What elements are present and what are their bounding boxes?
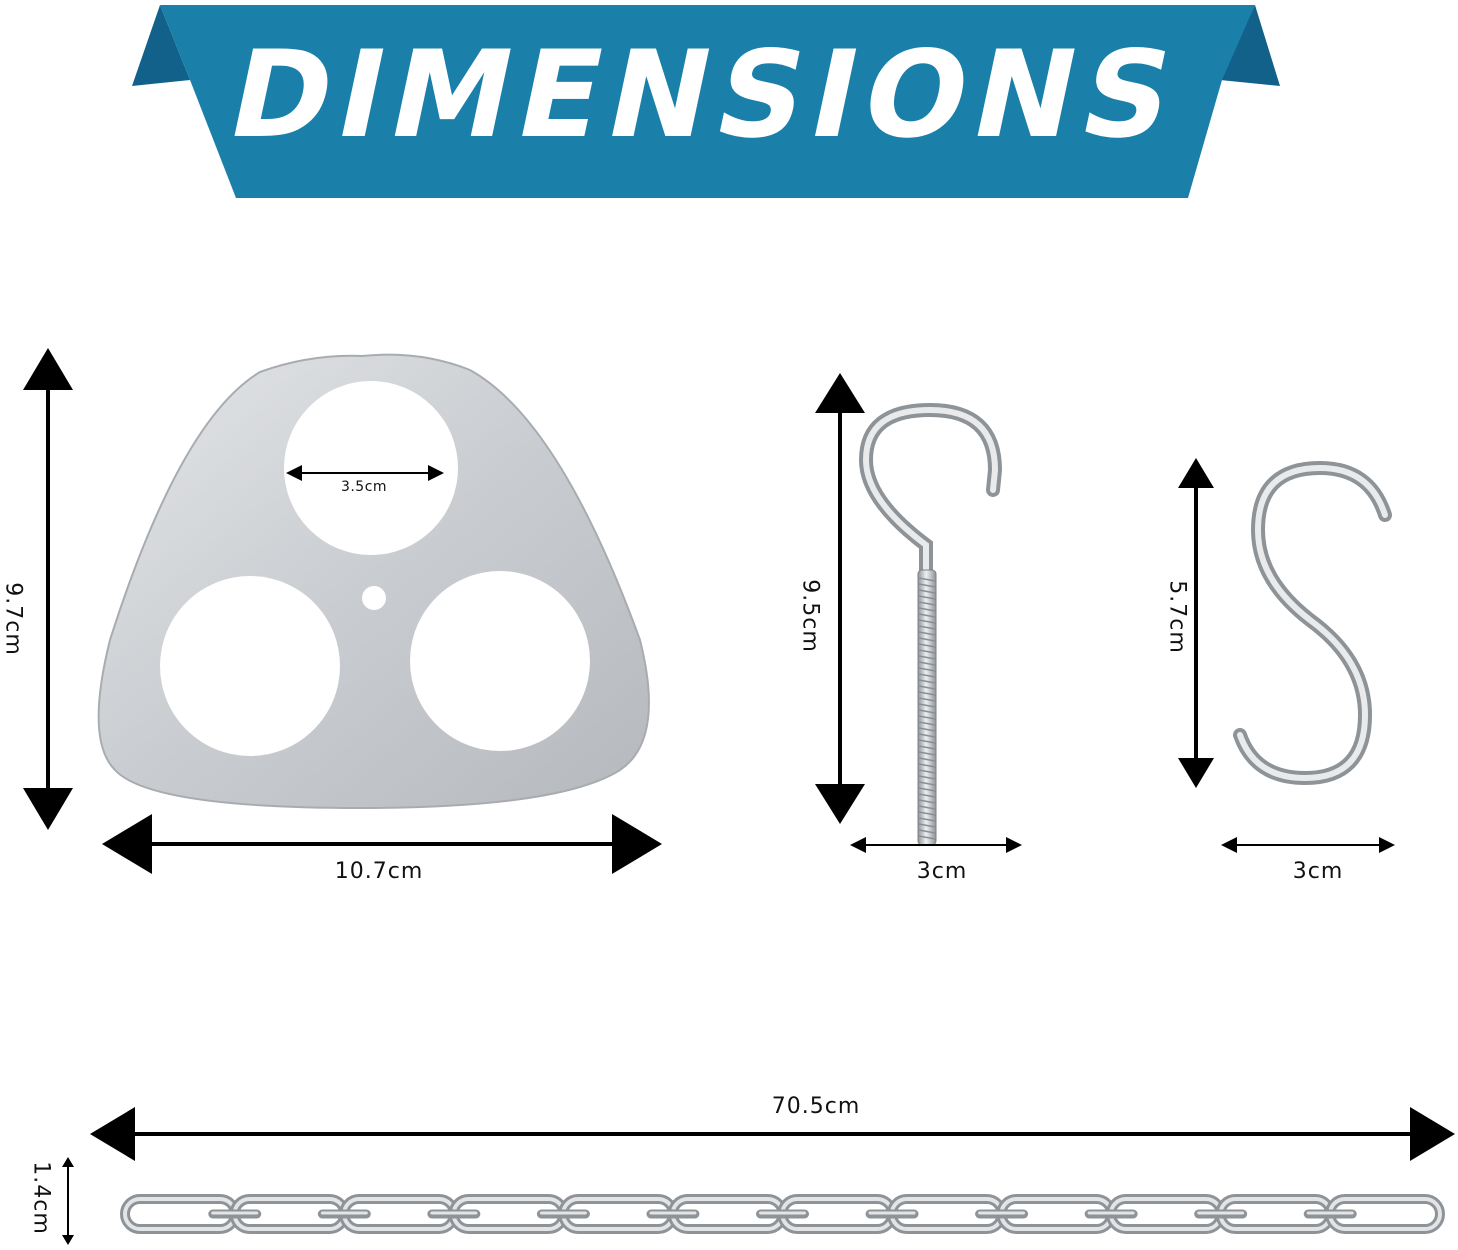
s-hook-width-label: 3cm	[1292, 859, 1344, 884]
chain-connector	[208, 1209, 262, 1219]
plate-hole-left	[160, 576, 340, 756]
title-banner	[132, 5, 1280, 198]
eye-hook-height-label: 9.5cm	[797, 579, 823, 653]
plate-hole-right	[410, 571, 590, 751]
chain-connector	[317, 1209, 371, 1219]
plate-hole-top	[284, 381, 458, 555]
banner-left-fold	[132, 5, 190, 86]
chain-connector	[756, 1209, 809, 1219]
eye-hook-curve	[858, 402, 1003, 577]
chain-connector	[1084, 1209, 1138, 1219]
eye-hook-width-arrow	[850, 837, 1022, 853]
chain	[120, 1194, 1445, 1234]
plate-width-label: 10.7cm	[334, 859, 424, 884]
s-hook-height-label: 5.7cm	[1164, 580, 1190, 654]
chain-connector	[975, 1209, 1029, 1219]
plate-height-label: 9.7cm	[0, 582, 26, 656]
plate-hole-arrow	[286, 465, 444, 481]
chain-length-arrow	[90, 1107, 1455, 1161]
chain-connector	[536, 1209, 590, 1219]
chain-connector	[646, 1209, 700, 1219]
eye-hook	[858, 402, 1003, 846]
s-hook-height-arrow	[1178, 458, 1214, 788]
plate-hole-center	[362, 586, 386, 610]
eye-hook-width-label: 3cm	[916, 859, 968, 884]
banner-right-fold	[1220, 5, 1280, 86]
s-hook-width-arrow	[1221, 837, 1395, 853]
chain-height-label: 1.4cm	[28, 1161, 54, 1235]
triangular-plate	[97, 353, 650, 810]
chain-connector	[1194, 1209, 1248, 1219]
plate-width-arrow	[102, 814, 662, 874]
chain-connector	[427, 1209, 481, 1219]
chain-connector	[1303, 1209, 1357, 1219]
chain-connector	[865, 1209, 919, 1219]
chain-height-arrow	[62, 1157, 74, 1245]
banner-title: DIMENSIONS	[217, 26, 1193, 165]
eye-hook-height-arrow	[815, 373, 865, 824]
chain-length-label: 70.5cm	[771, 1094, 861, 1119]
dimension-arrows	[23, 348, 1455, 1245]
plate-height-arrow	[23, 348, 73, 830]
banner-body	[160, 5, 1255, 198]
plate-hole-label: 3.5cm	[340, 479, 388, 495]
s-hook	[1233, 460, 1392, 786]
